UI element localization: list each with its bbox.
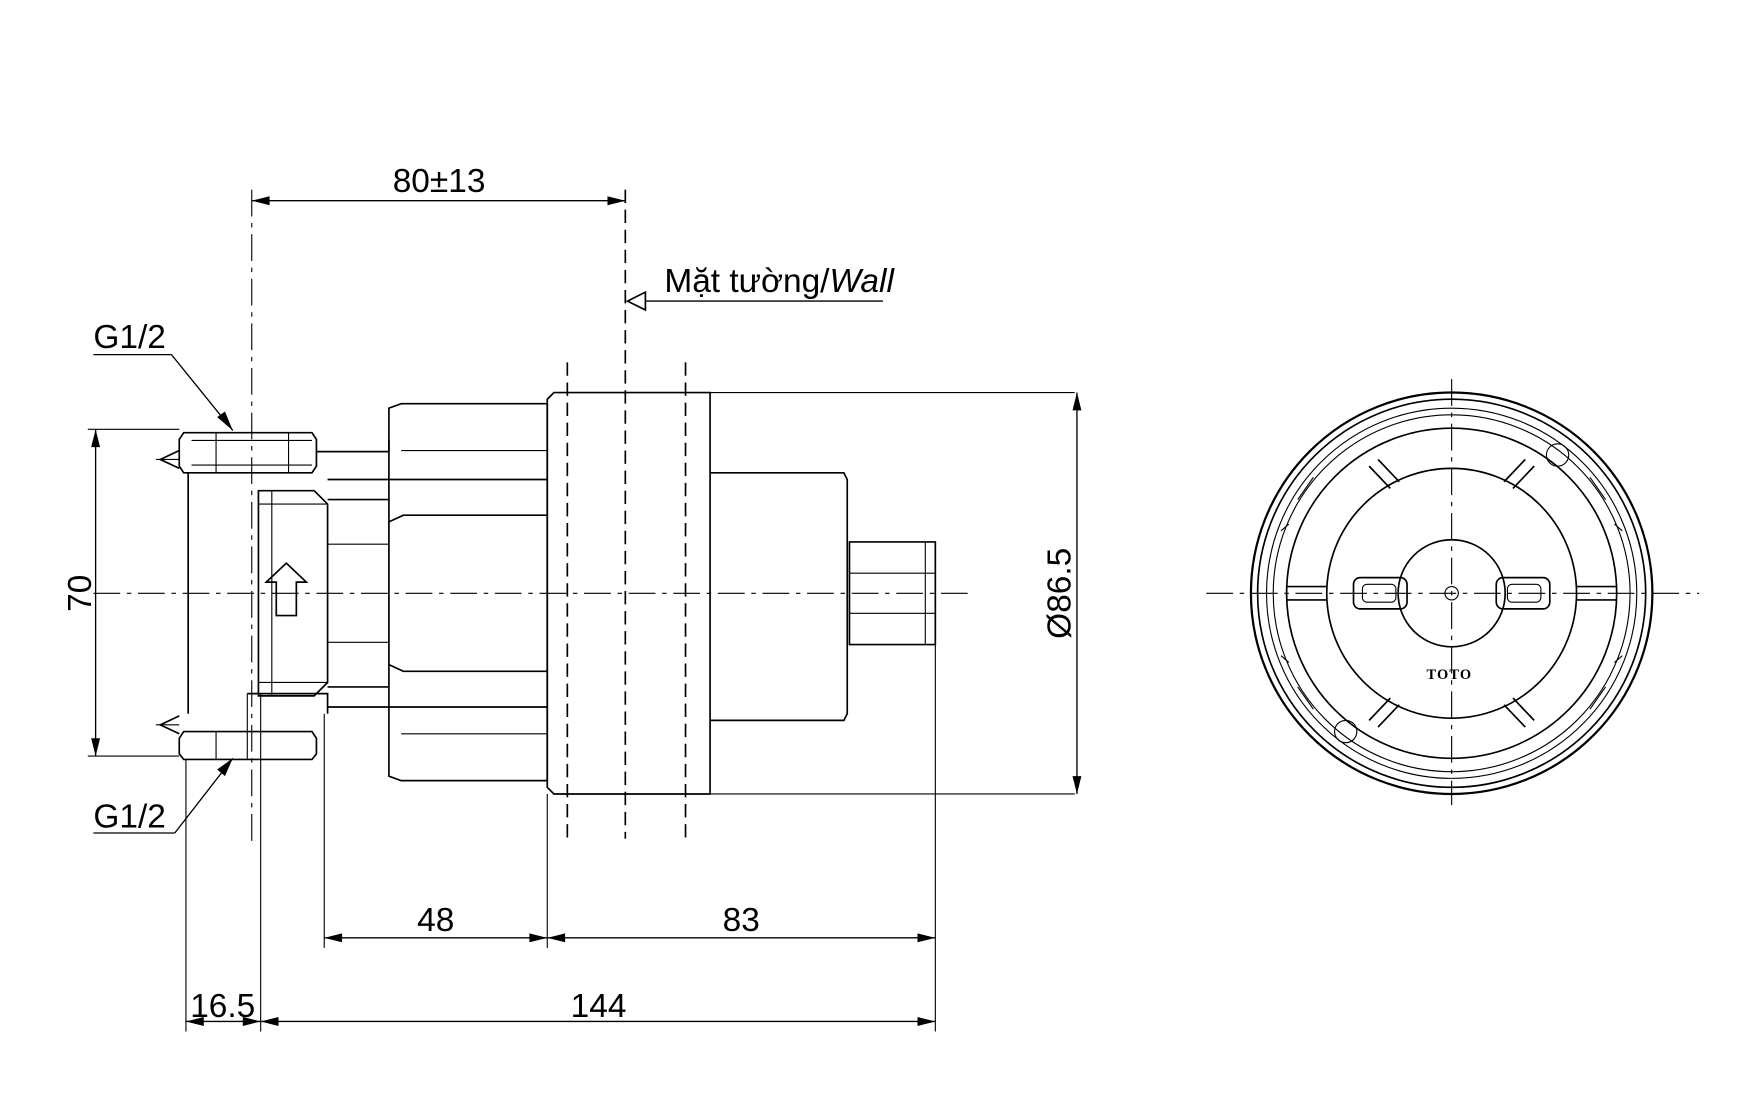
slot-left-inner [1361, 583, 1397, 603]
dimension-144: 144 [260, 988, 936, 1026]
rim-marks [1280, 476, 1623, 710]
dimension-70-label: 70 [62, 575, 99, 612]
outer-ring-inner [1256, 398, 1647, 789]
thread-top-callout: G1/2 [93, 319, 234, 431]
radial-ribs [1286, 458, 1617, 728]
toto-logo: TOTO [1427, 667, 1473, 683]
inner-disc [1325, 467, 1578, 719]
inlet-body [187, 439, 390, 714]
rim-tab-bottom [1334, 719, 1358, 744]
dimension-80: 80±13 [251, 163, 626, 206]
dimensions: 80±13 Mặt tường/Wall G1/2 G1/2 70 [62, 163, 1082, 1026]
top-inlet-nut [155, 431, 318, 474]
thread-bottom-label: G1/2 [93, 798, 166, 835]
slot-left [1352, 576, 1408, 610]
dimension-48-label: 48 [417, 902, 454, 939]
handle-slots [1352, 576, 1551, 610]
outer-ring [1249, 391, 1654, 796]
center-hub [1397, 538, 1507, 648]
rim-tab-top [1545, 443, 1570, 467]
dimension-16-5-label: 16.5 [190, 988, 255, 1025]
dimension-48: 48 [324, 902, 548, 943]
thread-top-label: G1/2 [93, 319, 166, 356]
handle-hub [710, 471, 849, 722]
dimension-70: 70 [62, 429, 101, 757]
dimension-diameter-label: Ø86.5 [1041, 548, 1078, 639]
rim-ring [1265, 407, 1638, 779]
dimension-83: 83 [547, 902, 936, 943]
rim-ring-inner [1272, 414, 1631, 773]
dimension-80-label: 80±13 [393, 163, 486, 200]
slot-right-inner [1506, 583, 1542, 603]
bottom-inlet-nut [155, 692, 329, 761]
front-view: TOTO [1206, 379, 1700, 806]
dimension-16-5: 16.5 [185, 988, 261, 1026]
mounting-sleeve [546, 391, 1075, 795]
slot-right [1495, 576, 1551, 610]
wall-callout: Mặt tường/Wall [625, 263, 895, 312]
side-view [87, 189, 1075, 1032]
dimension-144-label: 144 [571, 988, 627, 1025]
thread-bottom-callout: G1/2 [93, 757, 234, 835]
dimension-83-label: 83 [723, 902, 760, 939]
center-point [1444, 586, 1459, 601]
dimension-diameter: Ø86.5 [1041, 392, 1082, 794]
wall-label: Mặt tường/Wall [664, 263, 895, 300]
valve-body [327, 402, 549, 782]
middle-ring [1285, 427, 1618, 760]
